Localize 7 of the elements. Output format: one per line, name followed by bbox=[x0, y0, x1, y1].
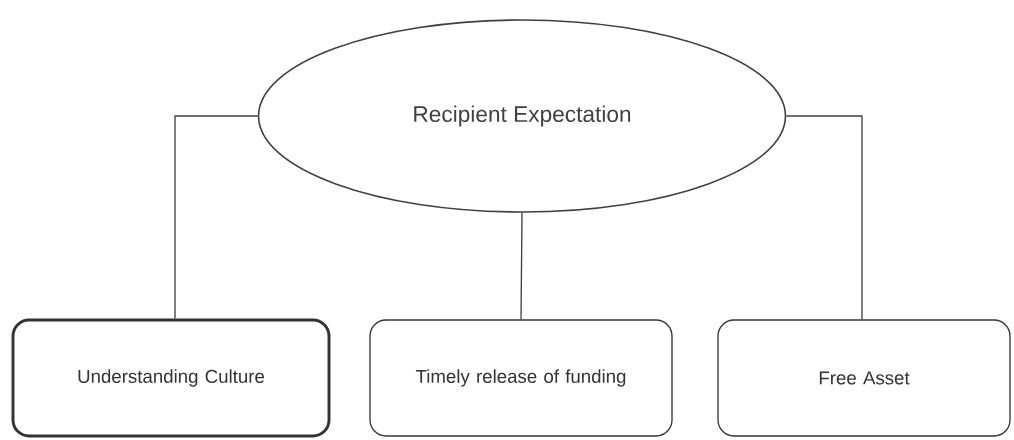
connector-line bbox=[174, 115, 259, 320]
ellipse-node: Recipient Expectation bbox=[257, 19, 787, 213]
connector-line bbox=[520, 212, 523, 320]
rounded-box: Free Asset bbox=[717, 319, 1011, 437]
rounded-box: Timely release of funding bbox=[369, 319, 673, 437]
connector-line bbox=[785, 115, 863, 320]
rounded-box: Understanding Culture bbox=[11, 318, 331, 438]
